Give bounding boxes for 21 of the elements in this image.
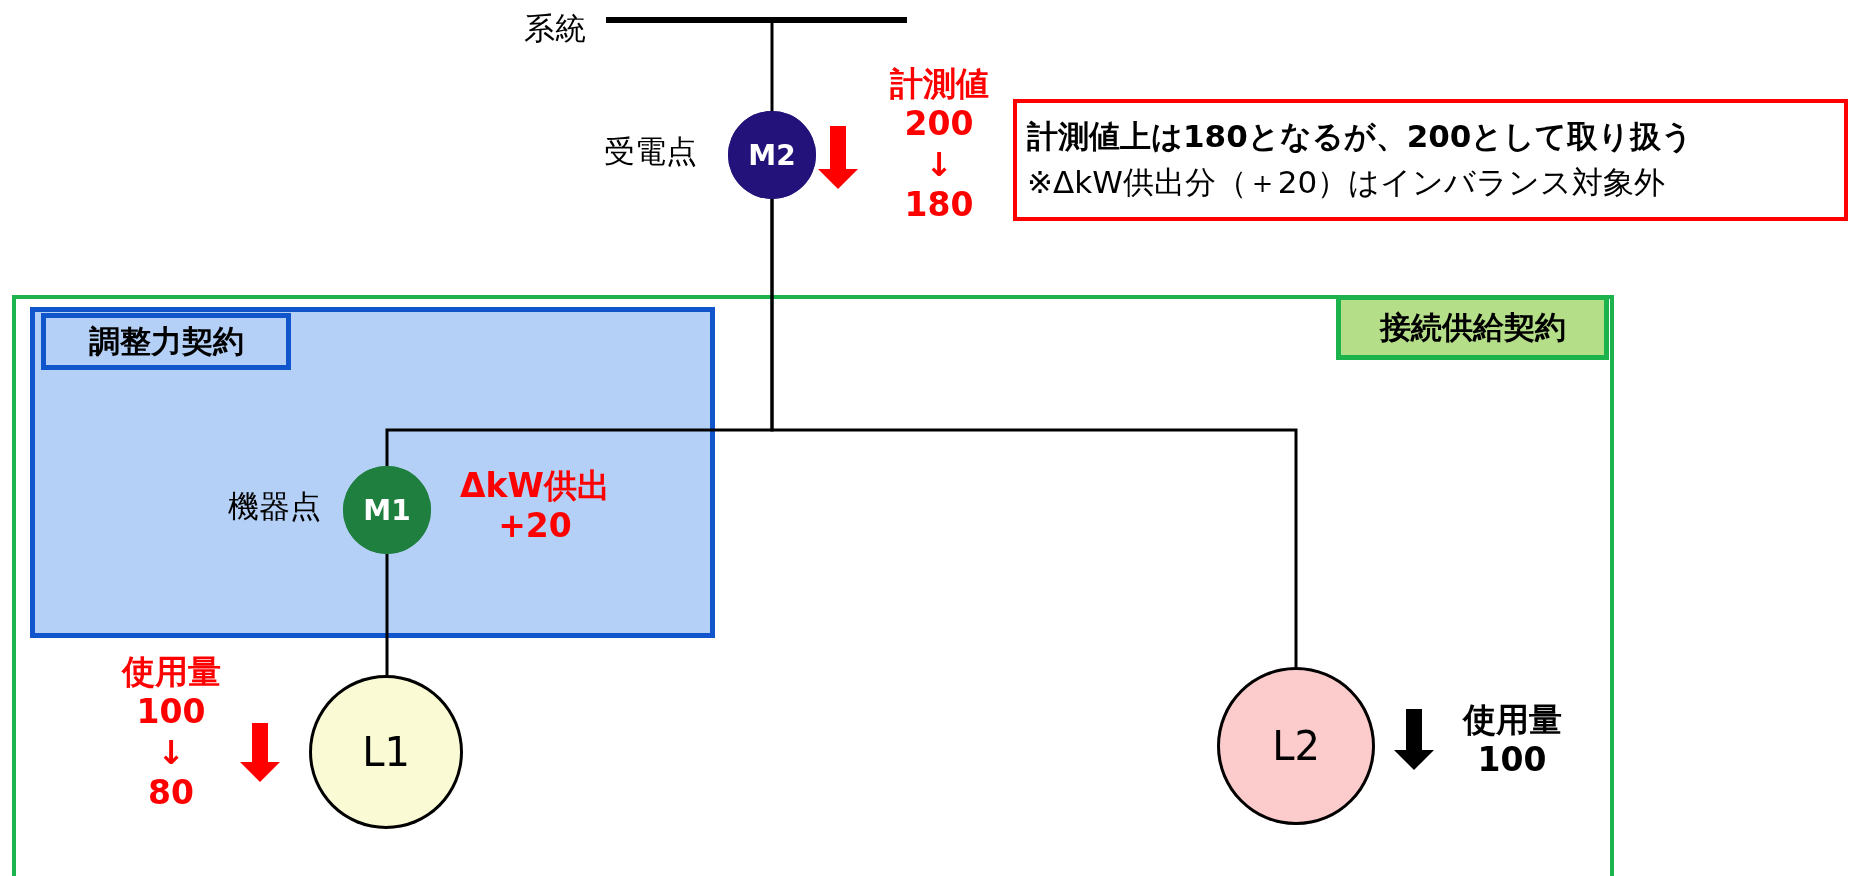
circle-label: M2	[748, 138, 796, 172]
contract-frame	[12, 295, 1614, 876]
value-note: 使用量 100 ↓ 80	[120, 652, 222, 813]
connector-line	[770, 199, 1298, 667]
contract-tab: 調整力契約	[41, 313, 291, 370]
value-note: 計測値 200 ↓ 180	[888, 64, 990, 225]
point-label: 受電点	[603, 133, 697, 171]
circle-label: L2	[1272, 723, 1320, 769]
value-note: ΔkW供出 +20	[459, 466, 611, 547]
point-label: 機器点	[227, 488, 321, 526]
point-label: 使用量 100	[1461, 700, 1563, 781]
connector-line	[770, 23, 774, 111]
circle-label: L1	[362, 729, 410, 775]
note-text: ※ΔkW供出分（＋20）はインバランス対象外	[1027, 163, 1667, 202]
point-label: 系統	[522, 10, 586, 48]
contract-frame	[30, 307, 715, 638]
connector-line	[385, 554, 389, 675]
bus-bar	[606, 17, 907, 23]
note-box	[1013, 99, 1848, 221]
note-text: 計測値上は180となるが、200として取り扱う	[1027, 117, 1695, 156]
circle-label: M1	[363, 493, 411, 527]
